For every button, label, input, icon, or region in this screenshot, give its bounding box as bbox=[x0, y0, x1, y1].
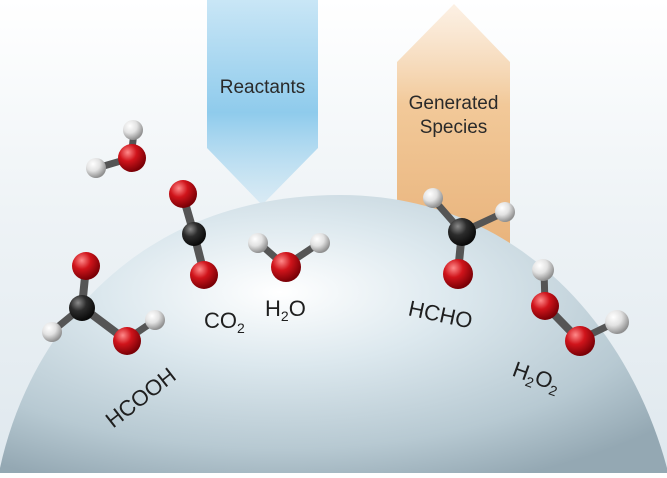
oxygen-atom bbox=[271, 252, 301, 282]
hydrogen-atom bbox=[42, 322, 62, 342]
h2o-label-subscript: 2 bbox=[280, 308, 289, 324]
carbon-atom bbox=[448, 218, 476, 246]
oxygen-atom bbox=[190, 261, 218, 289]
hcho-molecule bbox=[423, 188, 515, 289]
reactants-label: Reactants bbox=[219, 77, 306, 98]
hcooh-molecule bbox=[42, 252, 165, 355]
carbon-atom bbox=[182, 222, 206, 246]
co2-molecule bbox=[169, 180, 218, 289]
carbon-atom bbox=[69, 295, 95, 321]
reactants-arrow bbox=[207, 0, 318, 205]
surface-water-molecule bbox=[248, 233, 330, 282]
generated-species-label-line2: Species bbox=[419, 117, 488, 138]
h2o2-molecule bbox=[531, 259, 629, 356]
co2-label-subscript: 2 bbox=[237, 320, 245, 336]
oxygen-atom bbox=[565, 326, 595, 356]
floating-water-molecule bbox=[86, 120, 146, 178]
co2-label: CO2 bbox=[204, 308, 245, 336]
hydrogen-atom bbox=[423, 188, 443, 208]
h2o-label: H2O bbox=[265, 296, 306, 324]
hydrogen-atom bbox=[86, 158, 106, 178]
hydrogen-atom bbox=[145, 310, 165, 330]
catalyst-surface bbox=[0, 195, 667, 473]
hydrogen-atom bbox=[495, 202, 515, 222]
hydrogen-atom bbox=[605, 310, 629, 334]
oxygen-atom bbox=[443, 259, 473, 289]
hydrogen-atom bbox=[123, 120, 143, 140]
hydrogen-atom bbox=[310, 233, 330, 253]
hydrogen-atom bbox=[532, 259, 554, 281]
hydrogen-atom bbox=[248, 233, 268, 253]
oxygen-atom bbox=[118, 144, 146, 172]
h2o-label-end: O bbox=[288, 296, 306, 321]
oxygen-atom bbox=[72, 252, 100, 280]
co2-label-text: CO bbox=[204, 308, 237, 333]
oxygen-atom bbox=[169, 180, 197, 208]
generated-species-label-line1: Generated bbox=[408, 93, 499, 114]
h2o-label-text: H bbox=[265, 296, 281, 321]
oxygen-atom bbox=[531, 292, 559, 320]
oxygen-atom bbox=[113, 327, 141, 355]
